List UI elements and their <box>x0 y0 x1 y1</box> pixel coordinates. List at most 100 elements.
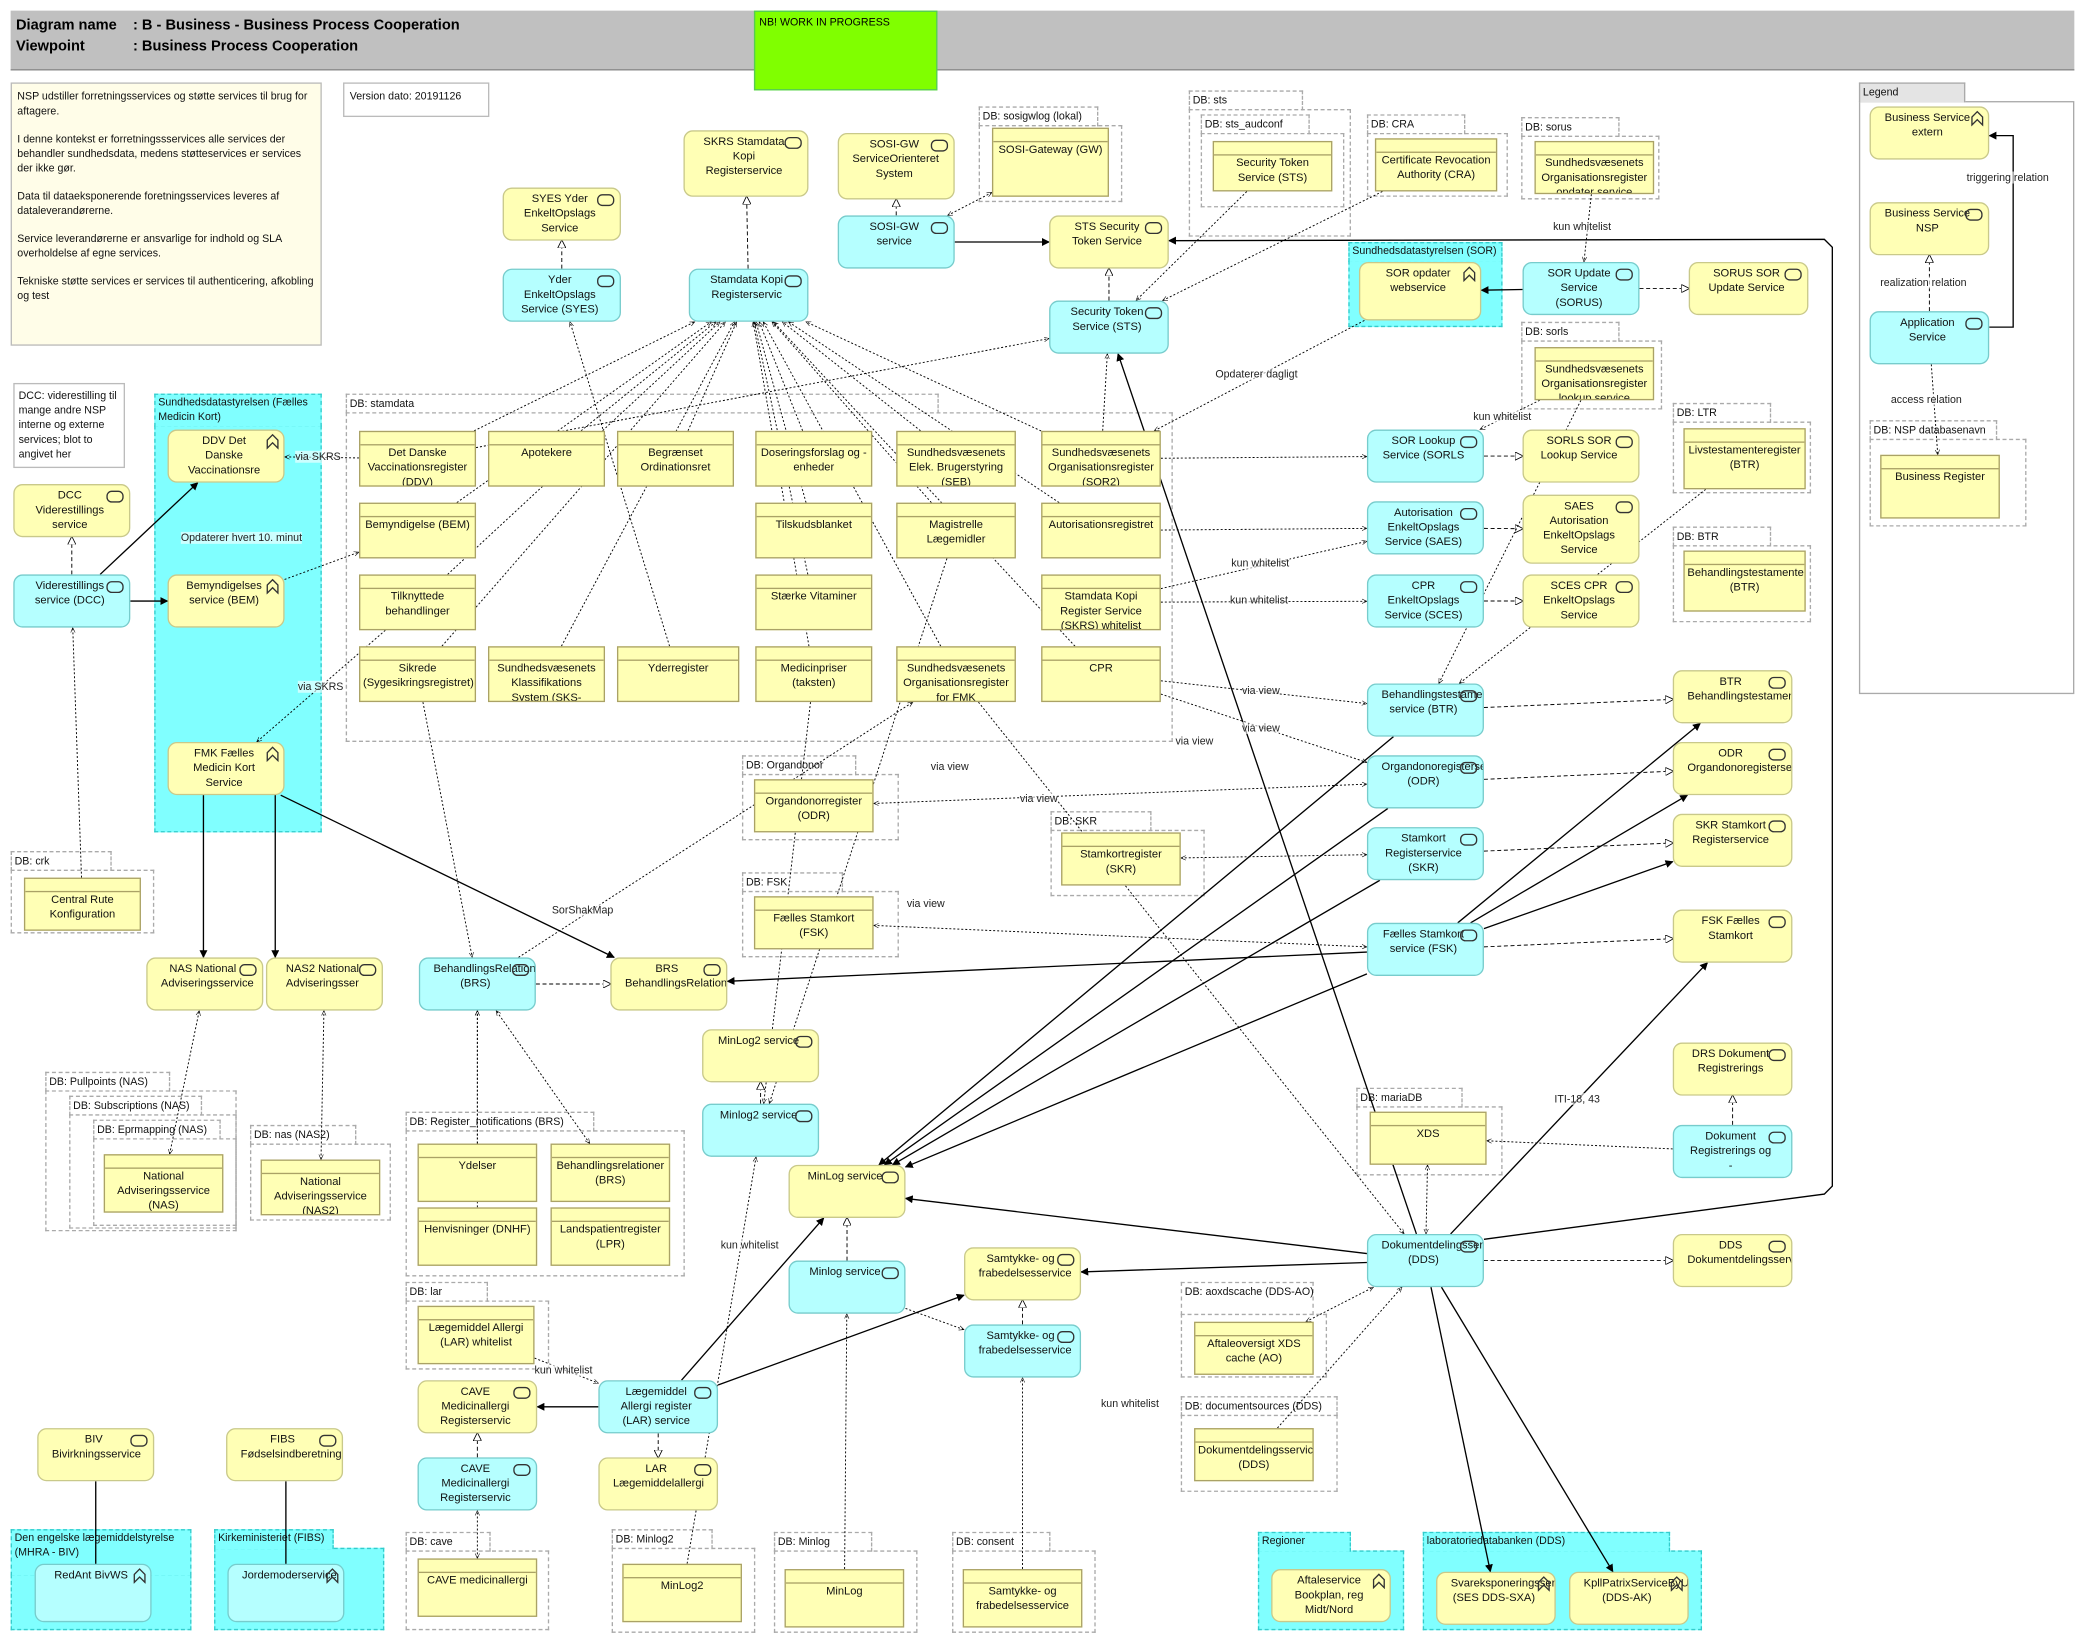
business-service[interactable]: BTR Behandlingstestamenteservi <box>1672 670 1793 724</box>
data-object[interactable]: Medicinpriser (taksten) <box>755 646 873 703</box>
data-object[interactable]: Sundhedsvæsenets Organisationsregister l… <box>1534 347 1655 401</box>
database-group[interactable]: DB: Minlog2 <box>611 1529 756 1633</box>
database-group[interactable]: DB: SKR <box>1050 811 1205 897</box>
external-business-service[interactable]: FMK Fælles Medicin Kort Service <box>167 741 285 796</box>
access-relation[interactable] <box>978 701 1404 1234</box>
triggering-relation[interactable] <box>883 807 1389 1166</box>
data-object[interactable]: Samtykke- og frabedelsesservice <box>962 1569 1083 1628</box>
triggering-relation[interactable] <box>1457 722 1701 924</box>
access-relation[interactable] <box>844 1314 847 1570</box>
triggering-relation[interactable] <box>1470 794 1689 924</box>
database-group[interactable]: DB: crk <box>10 851 155 934</box>
business-service[interactable]: NAS2 National Adviseringsser <box>265 957 383 1011</box>
access-relation[interactable] <box>534 1357 599 1383</box>
data-object[interactable]: Sundhedsvæsenets Organisationsregister f… <box>896 646 1016 703</box>
access-relation[interactable] <box>1306 1286 1374 1323</box>
access-relation[interactable] <box>1181 855 1367 858</box>
realization-relation[interactable] <box>1483 939 1673 948</box>
application-service[interactable]: SOR Update Service (SORUS) <box>1522 261 1640 316</box>
data-object[interactable]: Autorisationsregistret <box>1041 502 1161 559</box>
access-relation[interactable] <box>170 1011 200 1155</box>
business-service[interactable]: STS Security Token Service <box>1049 215 1169 269</box>
triggering-relation[interactable] <box>878 736 1394 1166</box>
realization-relation[interactable] <box>1483 699 1673 708</box>
application-service[interactable]: Lægemiddel Allergi register (LAR) servic… <box>598 1380 719 1434</box>
access-relation[interactable] <box>580 322 716 432</box>
external-business-service[interactable]: Business Service extern <box>1869 106 1990 160</box>
access-relation[interactable] <box>759 322 804 431</box>
access-relation[interactable] <box>1160 541 1367 590</box>
realization-relation[interactable] <box>1483 771 1673 780</box>
application-service[interactable]: Samtykke- og frabedelsesservice <box>964 1324 1082 1378</box>
triggering-relation[interactable] <box>1483 860 1674 930</box>
triggering-relation[interactable] <box>726 951 1367 985</box>
triggering-relation[interactable] <box>1080 1261 1367 1276</box>
business-service[interactable]: Samtykke- og frabedelsesservice <box>964 1247 1082 1301</box>
triggering-relation[interactable] <box>904 1195 1368 1255</box>
data-object[interactable]: Sundhedsvæsenets Elek. Brugerstyring (SE… <box>896 430 1016 487</box>
data-object[interactable]: Stærke Vitaminer <box>755 574 873 631</box>
application-service[interactable]: Security Token Service (STS) <box>1049 300 1169 354</box>
application-service[interactable]: Application Service <box>1869 311 1990 365</box>
application-service[interactable]: Viderestillings service (DCC) <box>13 574 131 628</box>
access-relation[interactable] <box>1160 680 1367 704</box>
database-group[interactable]: DB: sosigwlog (lokal) <box>978 106 1123 203</box>
application-service[interactable]: CPR EnkeltOpslags Service (SCES) <box>1366 574 1484 628</box>
triggering-relation[interactable] <box>904 973 1368 1168</box>
application-service[interactable]: SOR Lookup Service (SORLS <box>1366 429 1484 483</box>
database-group[interactable]: DB: sts_audconf <box>1200 114 1345 208</box>
access-relation[interactable] <box>321 1011 324 1160</box>
business-service[interactable]: DRS Dokument Registrerings <box>1672 1042 1793 1096</box>
access-relation[interactable] <box>1487 1141 1673 1150</box>
application-service[interactable]: Dokument Registrerings og - <box>1672 1124 1793 1179</box>
data-object[interactable]: Tilskudsblanket <box>755 502 873 559</box>
data-object[interactable]: Ydelser <box>417 1143 538 1203</box>
business-service[interactable]: SKR Stamkort Registerservice <box>1672 813 1793 867</box>
access-relation[interactable] <box>570 322 671 647</box>
data-object[interactable]: Doseringsforslag og -enheder <box>755 430 873 487</box>
data-object[interactable]: Apotekere <box>487 430 606 487</box>
database-group[interactable]: DB: lar <box>405 1281 550 1370</box>
data-object[interactable]: CPR <box>1041 646 1161 703</box>
access-relation[interactable] <box>518 701 912 958</box>
data-object[interactable]: Yderregister <box>616 646 740 703</box>
business-service[interactable]: MinLog2 service <box>702 1029 820 1083</box>
data-object[interactable]: Aftaleoversigt XDS cache (AO) <box>1194 1321 1314 1375</box>
database-group[interactable]: DB: CRA <box>1366 114 1508 197</box>
access-relation[interactable] <box>806 321 1042 432</box>
application-service[interactable]: CAVE Medicinallergi Registerservic <box>417 1457 538 1511</box>
business-service[interactable]: LAR Lægemiddelallergi <box>598 1457 719 1511</box>
access-relation[interactable] <box>1930 364 1937 454</box>
triggering-relation[interactable] <box>717 1293 965 1386</box>
business-service[interactable]: FIBS Fødselsindberetningsservice <box>226 1428 344 1482</box>
data-object[interactable]: MinLog2 <box>622 1563 742 1623</box>
access-relation[interactable] <box>905 1307 965 1329</box>
realization-relation[interactable] <box>1483 843 1673 852</box>
data-object[interactable]: Bemyndigelse (BEM) <box>359 502 477 559</box>
data-object[interactable]: XDS <box>1369 1111 1487 1165</box>
application-service[interactable]: Autorisation EnkeltOpslags Service (SAES… <box>1366 501 1484 555</box>
business-service[interactable]: ODR Organdonoregisterservice <box>1672 741 1793 796</box>
access-relation[interactable] <box>473 321 695 432</box>
intro-note[interactable]: NSP udstiller forretningsservices og stø… <box>10 82 322 346</box>
application-service[interactable]: Stamdata Kopi Registerservic <box>688 268 809 322</box>
database-group[interactable]: DB: Minlog <box>773 1531 918 1633</box>
data-object[interactable]: Organdonorregister (ODR) <box>753 779 874 833</box>
external-business-service[interactable]: DDV Det Danske Vaccinationsre <box>167 429 285 483</box>
triggering-relation[interactable] <box>681 1217 825 1381</box>
external-business-service[interactable]: RedAnt BivWS <box>34 1563 152 1623</box>
data-object[interactable]: National Adviseringsservice (NAS) <box>103 1154 224 1213</box>
triggering-relation[interactable] <box>1480 286 1523 295</box>
external-business-service[interactable]: Aftaleservice Bookplan, reg Midt/Nord <box>1271 1569 1391 1623</box>
access-relation[interactable] <box>1163 191 1383 301</box>
application-service[interactable]: Organdonoregisterservice (ODR) <box>1366 755 1484 809</box>
external-business-service[interactable]: KpllPatrixServiceByUserRole (DDS-AK) <box>1569 1571 1689 1625</box>
database-group[interactable]: DB: BTR <box>1672 526 1812 623</box>
dcc-note[interactable]: DCC: viderestilling til mange andre NSP … <box>13 382 125 469</box>
access-relation[interactable] <box>422 701 472 957</box>
business-service[interactable]: Business Service NSP <box>1869 202 1990 256</box>
access-relation[interactable] <box>788 321 1060 504</box>
data-object[interactable]: Lægemiddel Allergi (LAR) whitelist <box>417 1305 535 1365</box>
business-service[interactable]: DDS Dokumentdelingsservice <box>1672 1233 1793 1288</box>
database-group[interactable]: DB: sorls <box>1521 321 1663 410</box>
